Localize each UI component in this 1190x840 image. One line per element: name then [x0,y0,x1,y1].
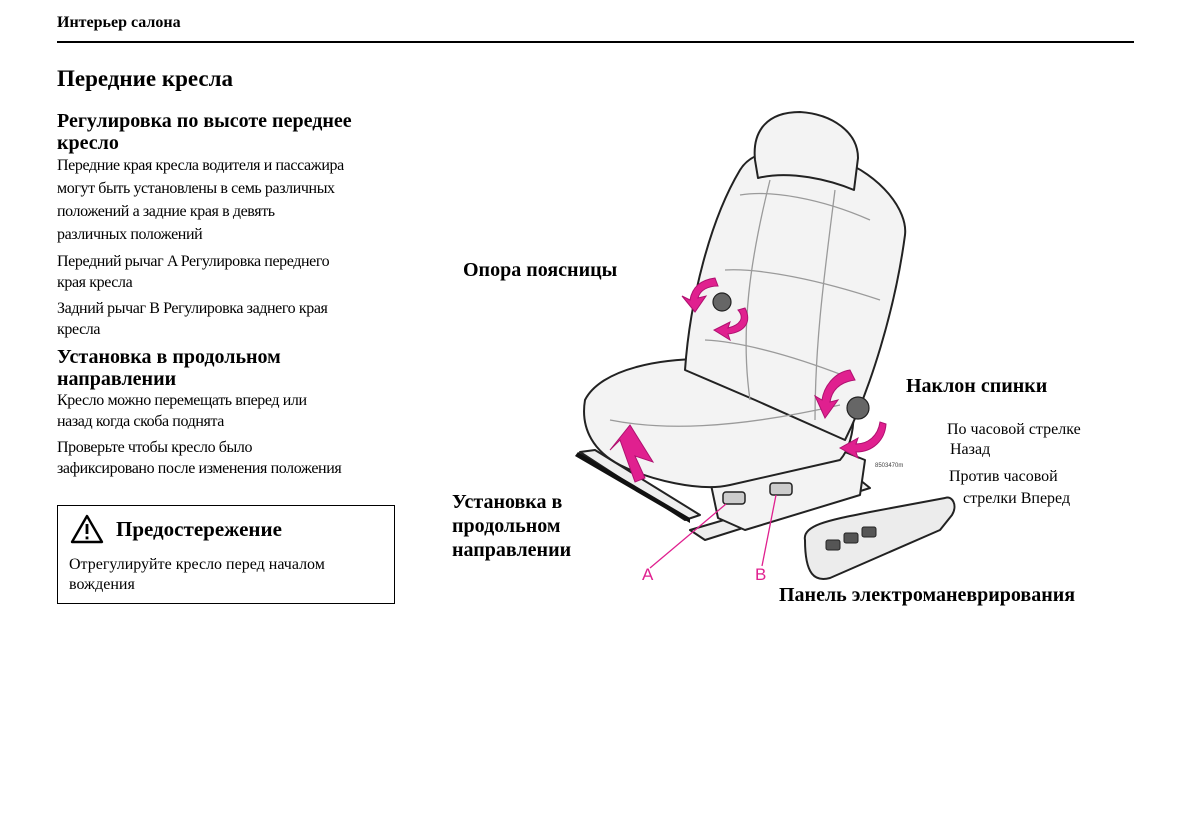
text-line: могут быть установлены в семь различных [57,180,335,197]
text-line: Проверьте чтобы кресло было [57,439,253,456]
text-line: По часовой стрелке [947,421,1081,438]
header-rule [57,41,1134,43]
text-line: Отрегулируйте кресло перед началом [69,556,325,573]
text-column: Регулировка по высоте переднее кресло Пе… [57,110,402,484]
text-line: Кресло можно перемещать вперед или [57,392,307,409]
text-line: Задний рычаг B Регулировка заднего края [57,300,328,317]
lever-a-label: A [642,565,654,584]
longitudinal-heading: Установка в продольном направлении [57,346,402,390]
text-line: вождения [69,576,135,593]
warning-triangle-icon [70,514,104,544]
longitudinal-paragraph: Кресло можно перемещать вперед или назад… [57,390,402,432]
heading-line: направлении [57,368,177,390]
floor-outline [575,452,690,523]
tilt-back-arrow [813,369,856,419]
front-lever-paragraph: Передний рычаг A Регулировка переднего к… [57,251,402,293]
tilt-forward-arrow [838,421,887,460]
heading-line: Установка в продольном [57,346,281,368]
lever-b-label: B [755,565,766,584]
lumbar-support-label: Опора поясницы [463,259,618,281]
longitudinal-label: Установка в продольном направлении [452,490,571,562]
seat-illustration: 8503470m A B [575,111,956,584]
height-adjust-heading: Регулировка по высоте переднее кресло [57,110,402,154]
counterclockwise-note: Против часовой стрелки Вперед [949,467,1070,509]
section-title: Интерьер салона [57,14,181,31]
text-line: направлении [452,539,572,561]
lever-b-handle [769,482,793,496]
power-panel-label: Панель электроманеврирования [779,584,1076,606]
panel-button [843,532,859,544]
text-line: Против часовой [949,468,1058,485]
check-lock-paragraph: Проверьте чтобы кресло было зафиксирован… [57,437,402,479]
image-code: 8503470m [875,463,903,469]
seat-headrest [753,111,859,191]
lever-a-handle [722,491,746,505]
lever-a-leader [649,503,727,569]
warning-title: Предостережение [116,516,282,541]
lumbar-knob [712,292,732,312]
warning-box: Предостережение Отрегулируйте кресло пер… [57,505,395,604]
text-line: Передние края кресла водителя и пассажир… [57,157,344,174]
text-line: назад когда скоба поднята [57,413,224,430]
rear-lever-paragraph: Задний рычаг B Регулировка заднего края … [57,298,402,340]
text-line: Передний рычаг A Регулировка переднего [57,253,330,270]
height-adjust-paragraph: Передние края кресла водителя и пассажир… [57,154,402,246]
text-line: различных положений [57,226,203,243]
text-line: зафиксировано после изменения положения [57,460,342,477]
warning-header: Предостережение [70,514,282,544]
text-line: продольном [452,515,561,537]
heading-line: кресло [57,132,119,154]
lumbar-up-arrow [681,277,719,313]
control-panel-body [803,496,956,580]
text-line: Назад [950,441,991,458]
panel-button [825,539,841,551]
clockwise-note: По часовой стрелке Назад [947,420,1081,460]
text-line: стрелки Вперед [963,490,1071,507]
text-line: Установка в [452,491,563,513]
lever-b-leader [761,494,777,567]
warning-text: Отрегулируйте кресло перед началом вожде… [69,555,379,595]
tilt-knob [846,396,870,420]
heading-line: Регулировка по высоте переднее [57,110,352,132]
backrest-tilt-label: Наклон спинки [906,375,1048,397]
longitudinal-arrow [609,424,655,483]
panel-button [861,526,877,538]
lumbar-down-arrow [712,307,749,342]
text-line: края кресла [57,274,133,291]
page-title: Передние кресла [57,66,234,91]
text-line: кресла [57,321,101,338]
text-line: положений а задние края в девять [57,203,275,220]
